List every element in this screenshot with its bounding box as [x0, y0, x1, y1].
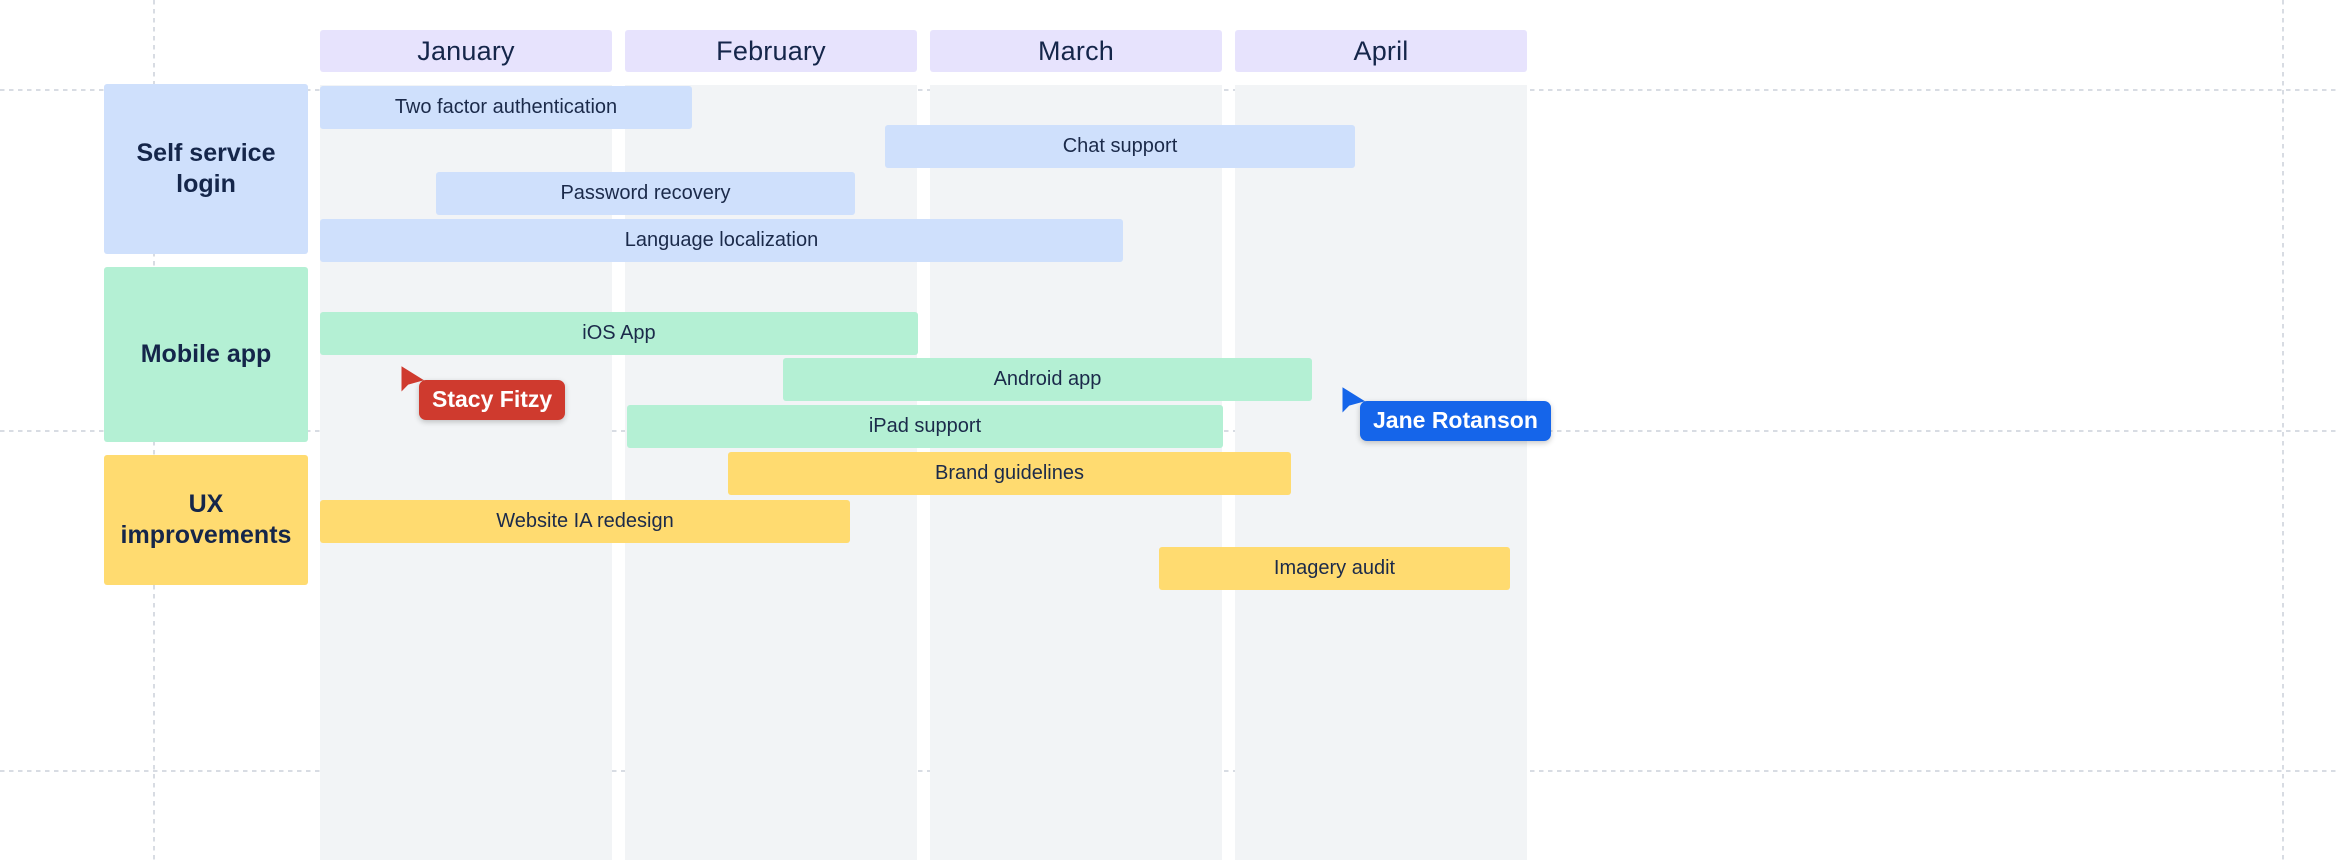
task-bar-language-localization[interactable]: Language localization: [320, 219, 1123, 262]
month-header-april[interactable]: April: [1235, 30, 1527, 72]
cursor-name-chip-jane-rotanson: Jane Rotanson: [1360, 401, 1551, 442]
month-header-january[interactable]: January: [320, 30, 612, 72]
task-bar-chat-support[interactable]: Chat support: [885, 125, 1355, 168]
task-bar-website-ia-redesign[interactable]: Website IA redesign: [320, 500, 850, 543]
task-bar-imagery-audit[interactable]: Imagery audit: [1159, 547, 1510, 590]
month-header-february[interactable]: February: [625, 30, 917, 72]
task-bar-two-factor-authentication[interactable]: Two factor authentication: [320, 86, 692, 129]
swimlane-label-mobile-app[interactable]: Mobile app: [104, 267, 308, 442]
cursor-name-chip-stacy-fitzy: Stacy Fitzy: [419, 380, 566, 421]
task-bar-ipad-support[interactable]: iPad support: [627, 405, 1223, 448]
cursor-pointer-icon-stacy-fitzy: [400, 365, 426, 395]
task-bar-password-recovery[interactable]: Password recovery: [436, 172, 855, 215]
month-header-march[interactable]: March: [930, 30, 1222, 72]
cursor-pointer-icon-jane-rotanson: [1341, 386, 1367, 416]
task-bar-ios-app[interactable]: iOS App: [320, 312, 918, 355]
task-bar-android-app[interactable]: Android app: [783, 358, 1312, 401]
swimlane-label-self-service-login[interactable]: Self service login: [104, 84, 308, 254]
swimlane-label-ux-improvements[interactable]: UX improvements: [104, 455, 308, 585]
task-bar-brand-guidelines[interactable]: Brand guidelines: [728, 452, 1291, 495]
